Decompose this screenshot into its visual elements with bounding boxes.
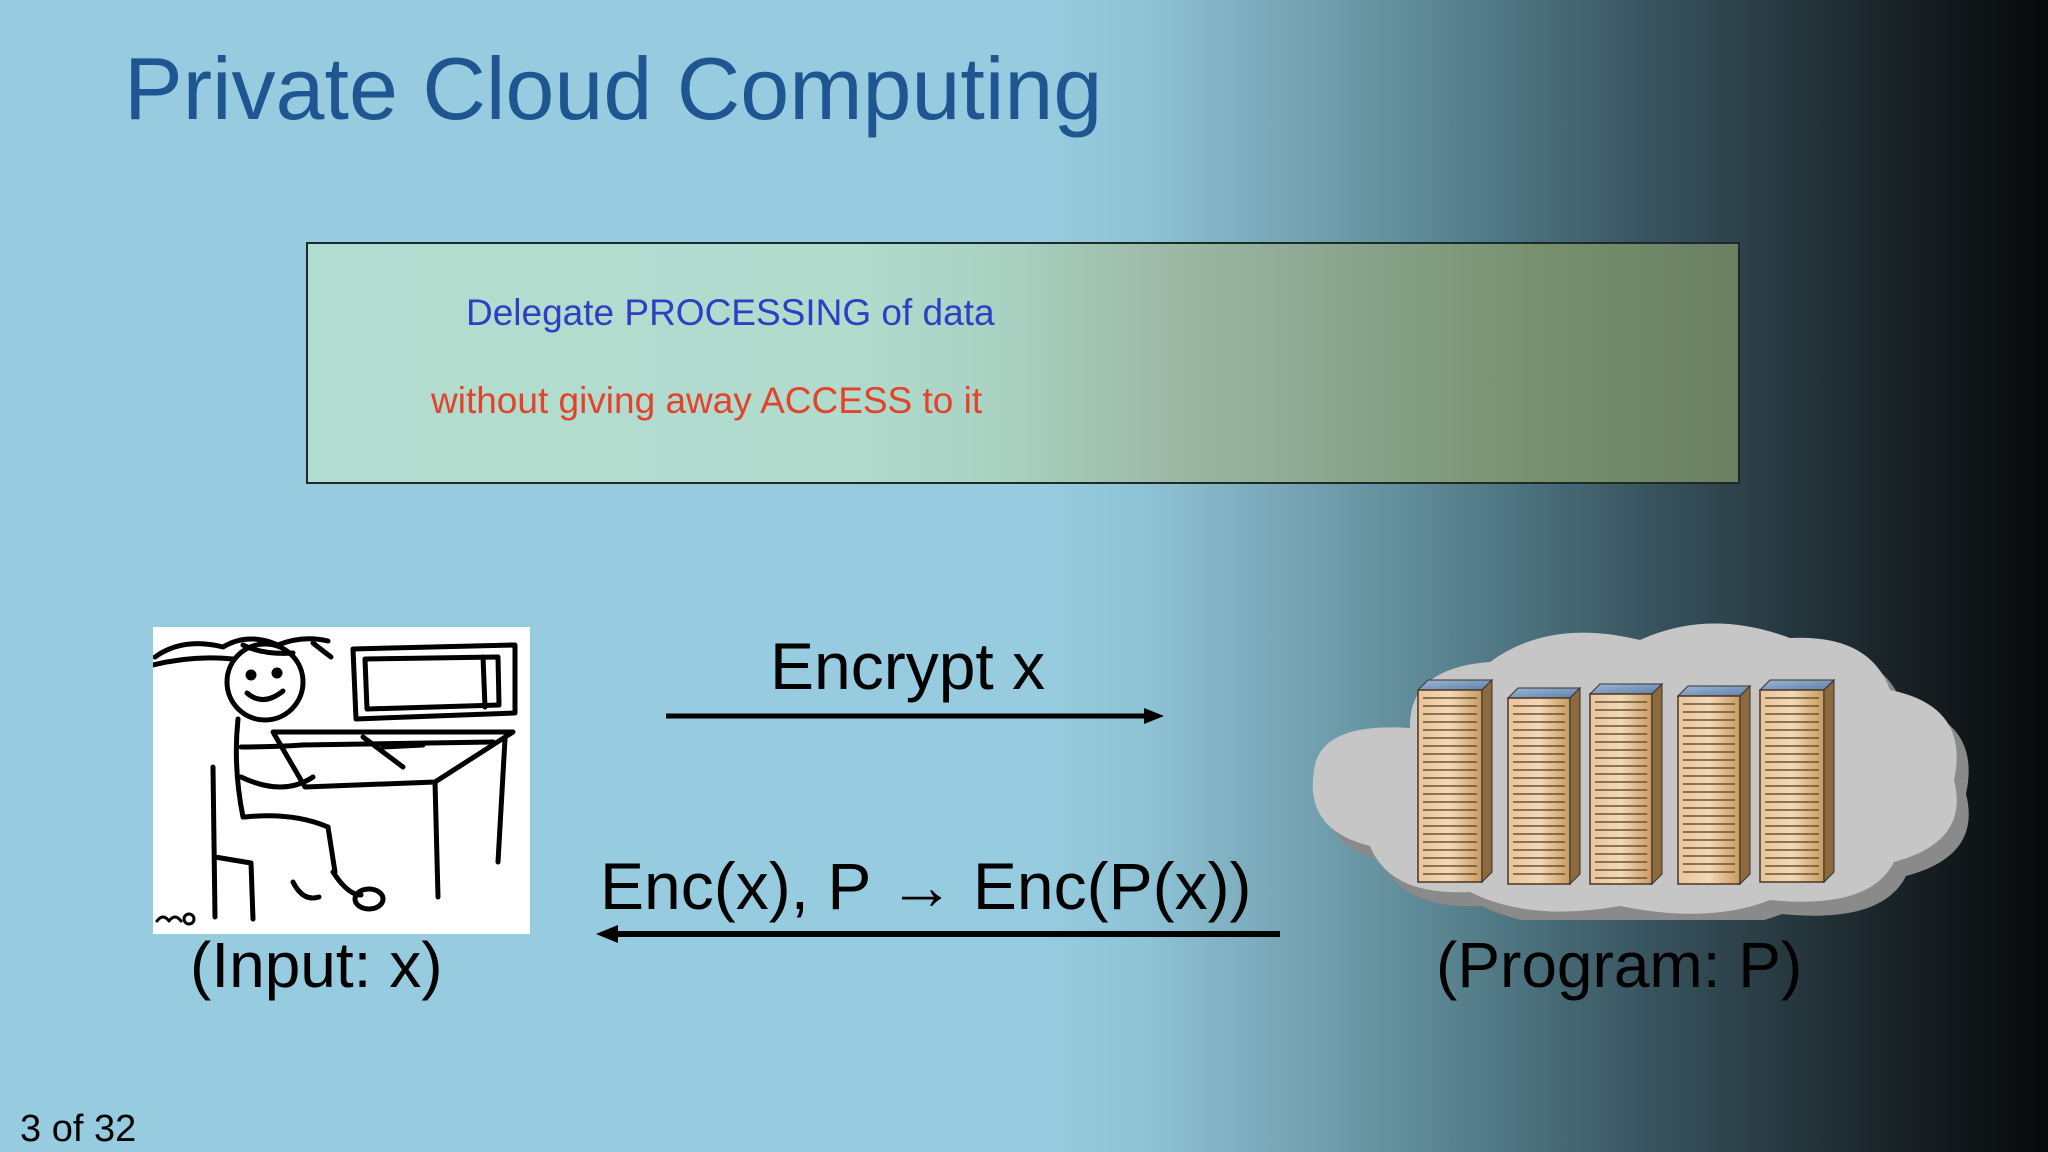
server-cloud-icon: [1312, 623, 1969, 920]
stick-figure-computer-icon: [153, 627, 530, 934]
page-indicator: 3 of 32: [20, 1108, 137, 1150]
server-rack-4: [1676, 684, 1752, 886]
server-rack-2: [1506, 686, 1582, 886]
encrypt-arrow-label: Encrypt x: [770, 629, 1046, 703]
slide-title: Private Cloud Computing: [124, 39, 1103, 138]
callout-line-access: without giving away ACCESS to it: [431, 380, 983, 421]
return-arrow: [596, 925, 1280, 943]
result-arrow-label: Enc(x), P → Enc(P(x)): [600, 849, 1252, 923]
server-rack-5: [1758, 678, 1836, 884]
server-program-label: (Program: P): [1436, 929, 1803, 1001]
forward-arrow: [666, 708, 1164, 724]
server-rack-1: [1416, 678, 1494, 884]
callout-box: Delegate PROCESSING of data without givi…: [306, 242, 1740, 484]
callout-line-processing: Delegate PROCESSING of data: [466, 292, 995, 333]
client-input-label: (Input: x): [190, 929, 443, 1001]
